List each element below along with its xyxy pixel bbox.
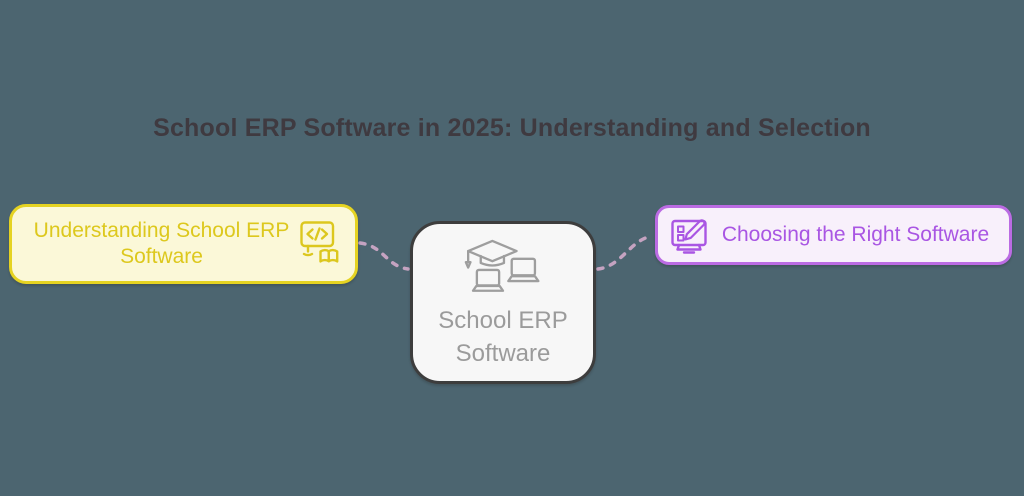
connector-right: [596, 234, 654, 271]
node-right-label: Choosing the Right Software: [721, 223, 990, 246]
node-understanding-school-erp[interactable]: Understanding School ERP Software: [9, 204, 358, 284]
node-understanding-label: Understanding School ERP Software: [33, 219, 290, 268]
diagram-title: School ERP Software in 2025: Understandi…: [153, 114, 871, 142]
monitor-edit-pencil-icon: [670, 214, 712, 256]
graduation-cap-laptops-icon: [464, 238, 542, 298]
node-school-erp-software[interactable]: School ERP Software: [410, 221, 596, 384]
node-center-label: School ERP Software: [438, 307, 568, 367]
node-choosing-right-software[interactable]: Choosing the Right Software: [655, 205, 1012, 265]
monitor-code-book-icon: [299, 220, 343, 268]
connector-left: [358, 241, 410, 271]
